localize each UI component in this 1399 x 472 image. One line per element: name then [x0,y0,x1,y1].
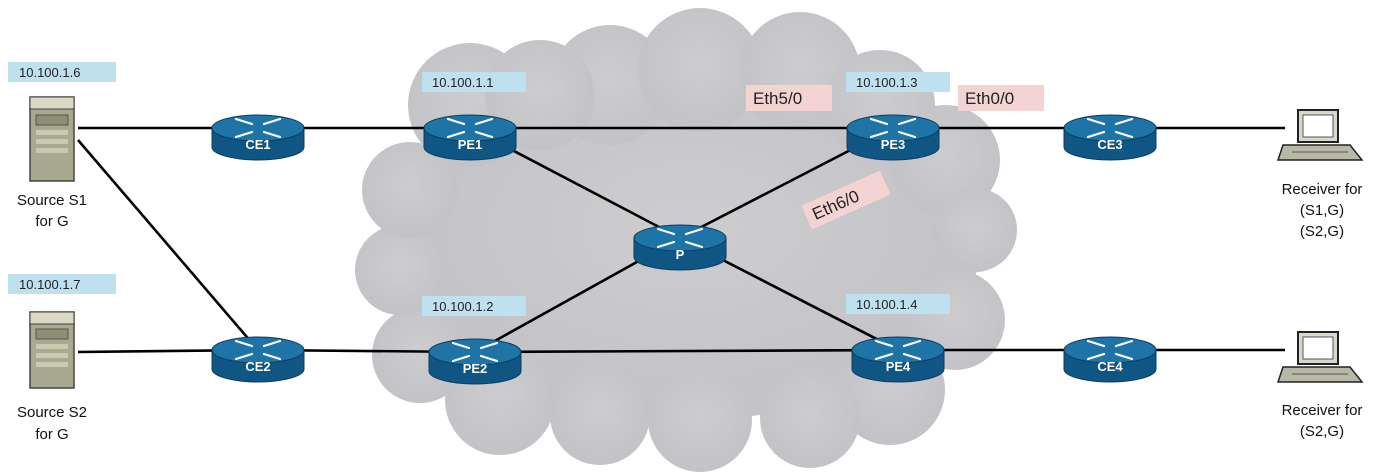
router-arrows-icon [656,227,704,249]
ip-label-s1: 10.100.1.6 [8,62,116,82]
ip-text-pe2: 10.100.1.2 [432,299,493,314]
router-ce4[interactable]: CE4 [1063,336,1157,383]
router-icon [1063,114,1157,142]
ip-label-pe2: 10.100.1.2 [422,296,526,316]
r1-caption-line2: (S1,G) [1300,202,1344,219]
router-ce1[interactable]: CE1 [211,114,305,161]
s1-caption-line1: Source S1 [17,192,87,209]
receiver-1-laptop[interactable] [1276,109,1364,161]
router-label: PE1 [458,137,483,152]
router-arrows-icon [874,339,922,361]
iface-text-eth5: Eth5/0 [753,89,802,108]
r1-caption-line3: (S2,G) [1300,223,1344,240]
router-icon [633,224,727,252]
router-label: CE3 [1097,137,1122,152]
router-arrows-icon [234,339,282,361]
router-icon [846,114,940,142]
router-label: PE4 [886,359,911,374]
ip-text-pe1: 10.100.1.1 [432,75,493,90]
router-icon [851,336,945,364]
router-arrows-icon [234,117,282,139]
router-p[interactable]: P [633,224,727,271]
link-s1-ce2 [77,139,259,351]
router-icon [1063,336,1157,364]
r1-caption-line1: Receiver for [1282,181,1363,198]
iface-label-eth0: Eth0/0 [958,85,1044,111]
ip-text-s2: 10.100.1.7 [19,277,80,292]
server-icon [29,96,75,182]
server-icon [29,311,75,389]
iface-text-eth0: Eth0/0 [965,89,1014,108]
ip-text-pe4: 10.100.1.4 [856,297,917,312]
router-pe4[interactable]: PE4 [851,336,945,383]
router-arrows-icon [1086,339,1134,361]
router-pe2[interactable]: PE2 [428,338,522,385]
link-pe2-pe4 [474,348,899,354]
ip-text-pe3: 10.100.1.3 [856,75,917,90]
ip-label-pe1: 10.100.1.1 [422,72,526,92]
iface-label-eth5: Eth5/0 [746,85,832,111]
laptop-icon [1276,331,1364,383]
router-arrows-icon [869,117,917,139]
source-s2-server[interactable] [29,311,75,389]
ip-label-pe4: 10.100.1.4 [846,294,950,314]
router-pe1[interactable]: PE1 [423,114,517,161]
router-arrows-icon [446,117,494,139]
router-label: CE4 [1097,359,1123,374]
ip-text-s1: 10.100.1.6 [19,65,80,80]
router-label: P [676,247,685,262]
ip-label-s2: 10.100.1.7 [8,274,116,294]
router-icon [211,114,305,142]
router-icon [423,114,517,142]
router-pe3[interactable]: PE3 [846,114,940,161]
s1-caption-line2: for G [35,213,68,230]
router-label: CE2 [245,359,270,374]
router-arrows-icon [451,341,499,363]
router-label: CE1 [245,137,270,152]
r2-caption-line1: Receiver for [1282,402,1363,419]
router-icon [428,338,522,366]
laptop-icon [1276,109,1364,161]
r2-caption-line2: (S2,G) [1300,423,1344,440]
s2-caption-line2: for G [35,426,68,443]
router-label: PE3 [881,137,906,152]
router-ce2[interactable]: CE2 [211,336,305,383]
router-ce3[interactable]: CE3 [1063,114,1157,161]
ip-label-pe3: 10.100.1.3 [846,72,950,92]
router-arrows-icon [1086,117,1134,139]
receiver-2-laptop[interactable] [1276,331,1364,383]
router-icon [211,336,305,364]
source-s1-server[interactable] [29,96,75,182]
s2-caption-line1: Source S2 [17,404,87,421]
router-label: PE2 [463,361,488,376]
